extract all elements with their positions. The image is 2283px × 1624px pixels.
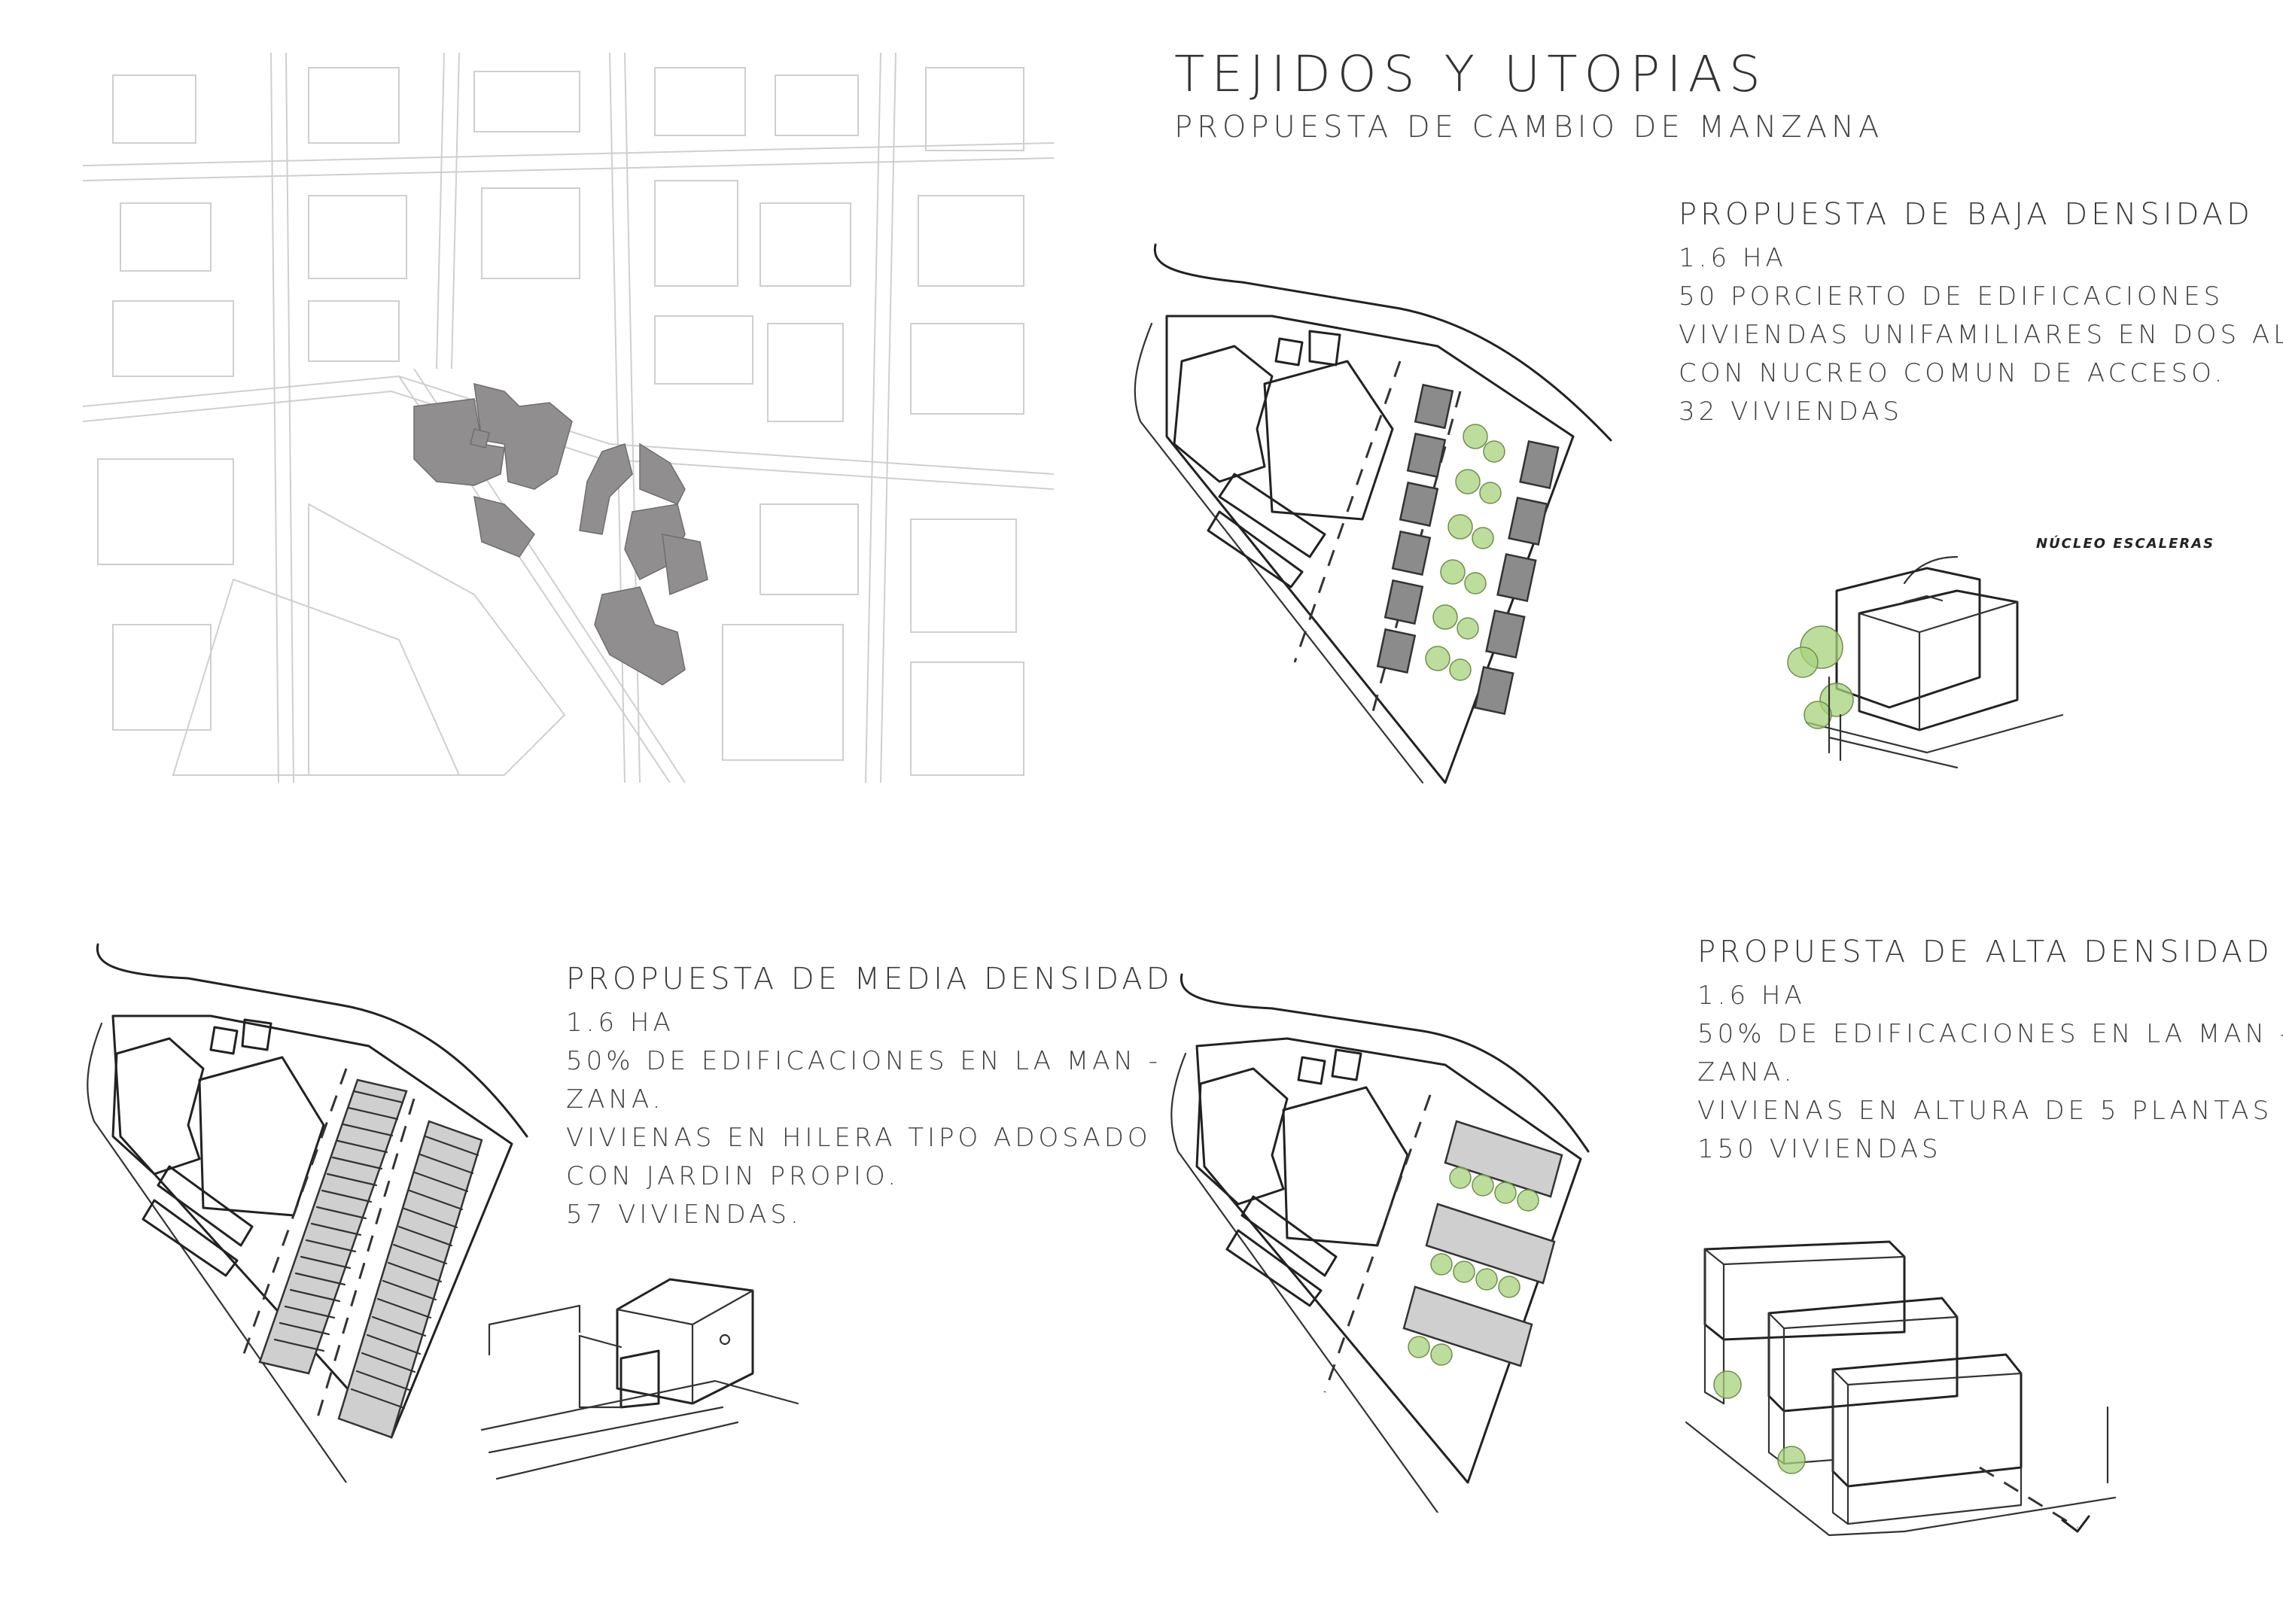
baja-heading: PROPUESTA DE BAJA DENSIDAD [1679, 197, 2254, 232]
media-line-type: VIVIENAS EN HILERA TIPO ADOSADO [566, 1123, 1152, 1153]
media-line-count: 57 VIVIENDAS. [566, 1200, 802, 1230]
baja-axo-trees [1787, 625, 1854, 729]
alta-axonometric-sketch [1656, 1234, 2123, 1558]
media-line-garden: CON JARDIN PROPIO. [566, 1161, 900, 1191]
media-row-houses-west [258, 1078, 408, 1375]
baja-line-type: VIVIENDAS UNIFAMILIARES EN DOS ALTURAS [1679, 320, 2283, 350]
alta-line-percent: 50% DE EDIFICACIONES EN LA MAN - [1697, 1019, 2283, 1049]
alta-line-type: VIVIENAS EN ALTURA DE 5 PLANTAS [1697, 1096, 2273, 1126]
baja-line-access: CON NUCREO COMUN DE ACCESO. [1679, 358, 2227, 388]
alta-axo-trees [1713, 1370, 1806, 1474]
alta-line-zana: ZANA. [1697, 1057, 1796, 1087]
baja-axonometric-sketch [1731, 527, 2093, 775]
alta-slab-blocks [1402, 1120, 1563, 1367]
nucleo-escaleras-annotation: NÚCLEO ESCALERAS [2036, 536, 2215, 552]
media-line-zana: ZANA. [566, 1084, 665, 1115]
site-plan-map [83, 53, 1054, 783]
baja-plan-sketch [1122, 241, 1633, 805]
baja-line-area: 1.6 HA [1679, 243, 1787, 273]
media-line-area: 1.6 HA [566, 1008, 674, 1038]
media-axonometric-sketch [467, 1264, 813, 1483]
media-plan-sketch [75, 941, 542, 1483]
page-title: TEJIDOS Y UTOPIAS [1174, 45, 1767, 103]
baja-houses [1376, 383, 1560, 716]
alta-plan-sketch [1159, 971, 1611, 1513]
alta-trees [1408, 1166, 1539, 1366]
alta-line-area: 1.6 HA [1697, 981, 1806, 1011]
alta-line-count: 150 VIVIENDAS [1697, 1134, 1942, 1164]
media-heading: PROPUESTA DE MEDIA DENSIDAD [566, 962, 1173, 996]
baja-trees [1425, 424, 1505, 681]
intervention-buildings [413, 383, 708, 686]
alta-heading: PROPUESTA DE ALTA DENSIDAD [1697, 935, 2273, 969]
page-subtitle: PROPUESTA DE CAMBIO DE MANZANA [1174, 110, 1884, 144]
media-row-dividers [273, 1090, 479, 1410]
media-line-percent: 50% DE EDIFICACIONES EN LA MAN - [566, 1046, 1161, 1076]
baja-line-count: 32 VIVIENDAS [1679, 397, 1903, 427]
baja-line-percent: 50 PORCIERTO DE EDIFICACIONES [1679, 281, 2224, 312]
